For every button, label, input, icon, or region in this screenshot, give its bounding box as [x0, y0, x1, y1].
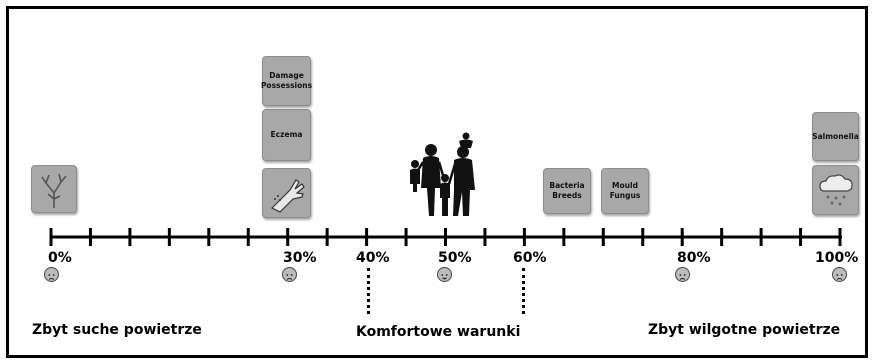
- too-humid-caption: Zbyt wilgotne powietrze: [648, 322, 841, 338]
- bacteria-breeds-box: Bacteria Breeds: [543, 168, 591, 214]
- bacteria-breeds-label: Bacteria Breeds: [549, 181, 585, 200]
- salmonella-box: Salmonella: [812, 112, 859, 161]
- eczema-box: Eczema: [262, 109, 311, 161]
- damage-possessions-box: Damage Possessions: [260, 56, 313, 106]
- comfort-zone-start-marker: [367, 268, 370, 314]
- comfortable-caption: Komfortowe warunki: [356, 324, 521, 340]
- tick-label-0: 0%: [48, 250, 72, 266]
- sad-face-icon: [832, 267, 847, 282]
- rain-cloud-icon: [812, 165, 859, 215]
- eczema-label: Eczema: [270, 130, 303, 139]
- salmonella-label: Salmonella: [812, 131, 859, 141]
- sad-face-icon: [282, 267, 297, 282]
- tick-label-60: 60%: [513, 250, 547, 266]
- family-icon: [405, 132, 491, 218]
- too-dry-caption: Zbyt suche powietrze: [32, 322, 202, 338]
- glove-spray-icon: [262, 168, 311, 218]
- tick-label-30: 30%: [283, 250, 317, 266]
- tick-label-100: 100%: [815, 250, 859, 266]
- sad-face-icon: [675, 267, 690, 282]
- damage-possessions-label: Damage Possessions: [260, 71, 313, 90]
- mould-fungus-box: Mould Fungus: [601, 168, 649, 214]
- tick-label-80: 80%: [677, 250, 711, 266]
- tick-label-40: 40%: [356, 250, 390, 266]
- tick-label-50: 50%: [438, 250, 472, 266]
- dead-tree-icon: [31, 165, 77, 213]
- comfort-zone-end-marker: [522, 268, 525, 314]
- sad-face-icon: [44, 267, 59, 282]
- happy-face-icon: [437, 267, 452, 282]
- mould-fungus-label: Mould Fungus: [609, 181, 641, 200]
